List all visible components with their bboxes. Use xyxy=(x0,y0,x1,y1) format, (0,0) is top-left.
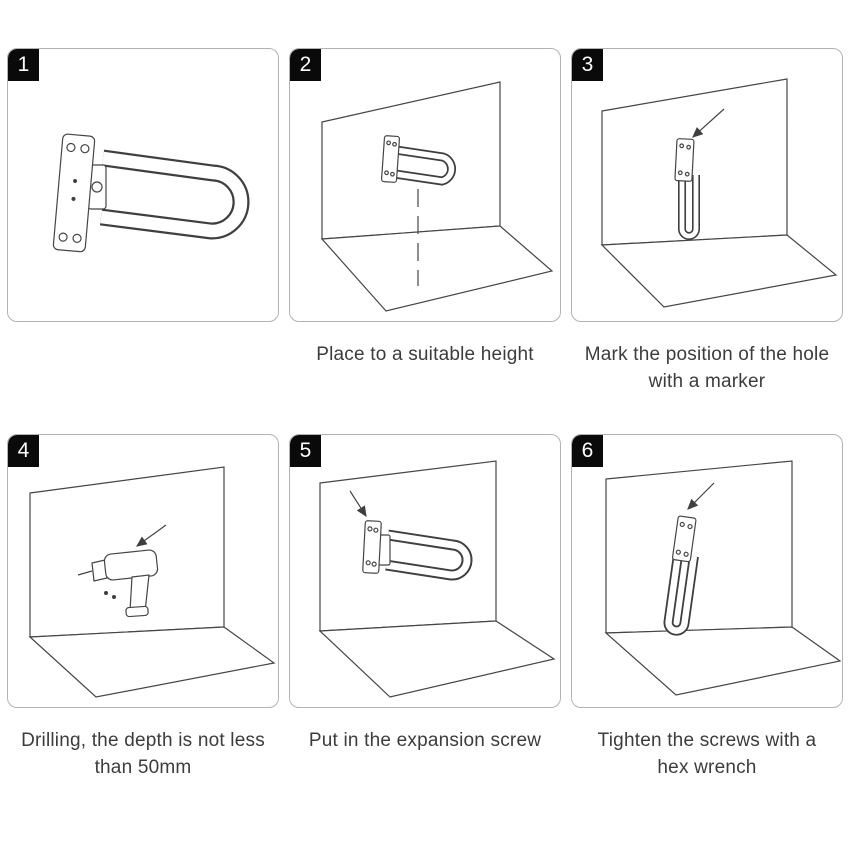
step-5-illustration xyxy=(318,460,556,698)
step-caption: Drilling, the depth is not less than 50m… xyxy=(21,730,265,778)
step-6-panel: 6 xyxy=(571,434,843,708)
grab-bar-icon xyxy=(52,133,250,253)
step-number-badge: 2 xyxy=(290,49,321,81)
pointer-arrow-icon xyxy=(687,482,715,510)
drill-mark-dot xyxy=(104,591,108,595)
pointer-arrow-icon xyxy=(136,524,167,547)
step-caption: Mark the position of the hole with a mar… xyxy=(584,344,830,392)
pointer-arrow-icon xyxy=(692,108,725,138)
pivot-bolt xyxy=(91,181,103,193)
floor xyxy=(320,225,554,312)
step-number: 2 xyxy=(299,53,312,76)
step-2: 2 xyxy=(289,48,561,434)
step-3-panel: 3 xyxy=(571,48,843,322)
grab-bar-icon xyxy=(380,135,456,186)
wall xyxy=(321,81,501,240)
step-2-panel: 2 xyxy=(289,48,561,322)
step-number: 1 xyxy=(17,53,30,76)
floor xyxy=(604,626,842,696)
mounting-plate xyxy=(52,133,96,253)
step-1: 1 xyxy=(7,48,279,434)
step-4-illustration xyxy=(28,466,276,698)
step-5: 5 xyxy=(289,434,561,820)
step-caption: Tighten the screws with a hex wrench xyxy=(597,730,817,778)
floor xyxy=(318,620,556,698)
step-caption: Put in the expansion screw xyxy=(308,730,542,751)
grab-bar-folded-icon xyxy=(663,515,699,636)
step-number-badge: 4 xyxy=(8,435,39,467)
step-number: 5 xyxy=(299,439,312,462)
grab-bar-product-illustration xyxy=(52,133,250,253)
grab-bar-icon xyxy=(362,520,473,581)
step-3: 3 xyxy=(571,48,843,434)
step-6: 6 xyxy=(571,434,843,820)
step-4: 4 xyxy=(7,434,279,820)
drill-mark-dot xyxy=(112,595,116,599)
step-6-illustration xyxy=(604,460,842,696)
step-number: 4 xyxy=(17,439,30,462)
pointer-arrow-icon xyxy=(349,490,367,518)
step-caption xyxy=(18,322,268,434)
step-2-illustration xyxy=(320,81,554,312)
floor xyxy=(600,234,838,308)
steps-grid: 1 xyxy=(6,48,844,820)
step-number: 6 xyxy=(581,439,594,462)
wall xyxy=(319,460,497,632)
step-number-badge: 5 xyxy=(290,435,321,467)
step-5-panel: 5 xyxy=(289,434,561,708)
drill-icon xyxy=(77,549,159,618)
step-3-illustration xyxy=(600,78,838,308)
step-number: 3 xyxy=(581,53,594,76)
grab-bar-folded-icon xyxy=(674,138,700,240)
step-number-badge: 6 xyxy=(572,435,603,467)
wall xyxy=(605,460,793,634)
floor xyxy=(28,626,276,698)
step-4-panel: 4 xyxy=(7,434,279,708)
step-1-panel: 1 xyxy=(7,48,279,322)
step-caption: Place to a suitable height xyxy=(316,344,534,365)
step-number-badge: 1 xyxy=(8,49,39,81)
step-number-badge: 3 xyxy=(572,49,603,81)
